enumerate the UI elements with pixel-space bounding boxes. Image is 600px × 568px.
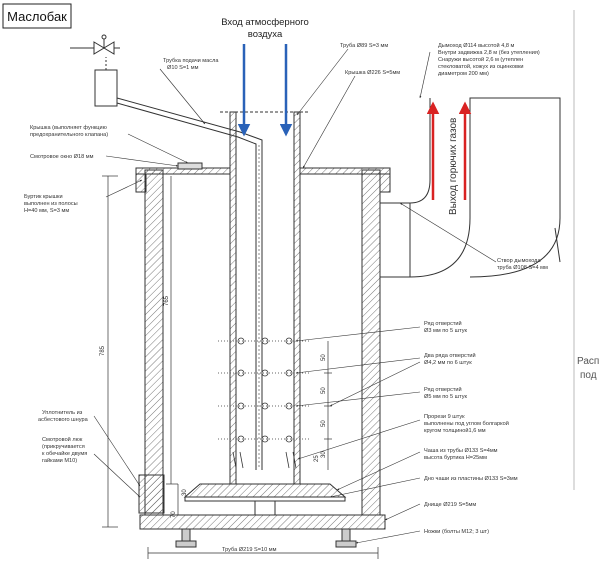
chimney-stub — [379, 202, 411, 278]
gasket-l1: Уплотнитель из — [42, 410, 83, 416]
chimney-l2: Внутри задвижка 2,8 м (без утепления) — [438, 50, 540, 56]
gasket-l2: асбестового шнура — [38, 417, 89, 423]
sight-window — [177, 162, 203, 170]
oil-tank — [94, 69, 118, 107]
dim-50b: 50 — [321, 387, 327, 394]
oil-pipe-l1: Трубка подачи масла — [163, 58, 219, 64]
sight-window-label: Смотровое окно Ø18 мм — [30, 154, 94, 160]
holes3-l2: Ø3 мм по 5 штук — [424, 328, 468, 334]
chimney-l5: диаметром 200 мм) — [438, 71, 489, 77]
oil-feed-pipe — [116, 97, 263, 470]
stub-l2: труба Ø108 S=4 мм — [497, 265, 548, 271]
holes5-l2: Ø5 мм по 5 штук — [424, 394, 468, 400]
holes4-l2: Ø4,2 мм по 6 штук — [424, 360, 472, 366]
air-inlet-line2: воздуха — [248, 29, 283, 40]
slots-l2: выполнены под углом болгаркой — [424, 420, 509, 427]
lid-note-l2: предохранительного клапана) — [30, 132, 108, 138]
lid-collar-l1: Буртик крышки — [24, 194, 63, 200]
inspection-hatch — [138, 474, 165, 514]
oil-tank-title: Маслобак — [7, 9, 67, 24]
chimney-l1: Дымоход Ø114 высотой 4,8 м — [438, 42, 515, 49]
holes5-l1: Ряд отверстий — [424, 386, 462, 393]
stub-l1: Створ дымохода — [497, 258, 541, 264]
holes4-l1: Два ряда отверстий — [424, 352, 476, 359]
side-text-2: под — [580, 370, 597, 381]
dim-25: 25 — [314, 455, 320, 462]
pipe89-label: Труба Ø89 S=3 мм — [340, 43, 388, 49]
bowl-bottom-label: Дно чаши из пластины Ø133 S=3мм — [424, 476, 518, 482]
side-text-1: Расп — [577, 356, 599, 367]
chimney-l3: Снаружи высотой 2,6 м (утеплен — [438, 56, 523, 63]
oil-tank-title-box — [2, 3, 72, 29]
dim-50a: 50 — [321, 354, 327, 361]
legs-label: Ножки (болты М12; 3 шт) — [424, 529, 489, 535]
slots-l3: кругом толщиной1,6 мм — [424, 427, 486, 434]
right-wall — [361, 169, 381, 516]
dim-70: 70 — [171, 511, 177, 518]
bowl-l1: Чаша из трубы Ø133 S=4мм — [424, 448, 498, 454]
lid226-label: Крышка Ø226 S=5мм — [345, 70, 400, 76]
oil-pipe-l2: Ø10 S=1 мм — [167, 65, 199, 71]
dim-765: 765 — [164, 295, 170, 306]
flue-gas-label: Выход горючих газов — [448, 118, 459, 215]
lid-collar-l2: выполнен из полосы — [24, 201, 78, 207]
bowl — [183, 483, 347, 498]
left-wall — [144, 169, 164, 516]
air-inlet-line1: Вход атмосферного — [221, 17, 309, 28]
chimney-elbow — [409, 97, 561, 278]
dim-30: 30 — [321, 451, 327, 458]
body-pipe-label: Труба Ø219 S=10 мм — [222, 547, 277, 553]
hatch-l2: (прикручивается — [42, 444, 85, 450]
legs — [175, 528, 357, 548]
slots-l1: Прорези 9 штук — [424, 414, 465, 420]
hatch-l1: Смотровой люк — [42, 436, 83, 443]
dim-785: 785 — [100, 345, 106, 356]
lid-note-l1: Крышка (выполняет функцию — [30, 125, 107, 131]
bowl-support — [254, 500, 276, 516]
chimney-l4: стекловатой, кожух из оцинковки — [438, 63, 524, 70]
bowl-l2: высота буртика H=25мм — [424, 455, 487, 461]
dim-30b: 30 — [182, 489, 188, 496]
holes3-l1: Ряд отверстий — [424, 320, 462, 327]
hatch-l3: к обечайке двумя — [42, 450, 87, 457]
central-pipe-right — [293, 111, 301, 485]
dim-50c: 50 — [321, 420, 327, 427]
central-pipe-left — [229, 111, 237, 485]
hatch-l4: гайками М10) — [42, 457, 77, 464]
lid-collar-l3: H=40 мм, S=3 мм — [24, 208, 69, 214]
bottom-label: Днище Ø219 S=5мм — [424, 502, 476, 508]
perforation-holes — [237, 337, 293, 443]
